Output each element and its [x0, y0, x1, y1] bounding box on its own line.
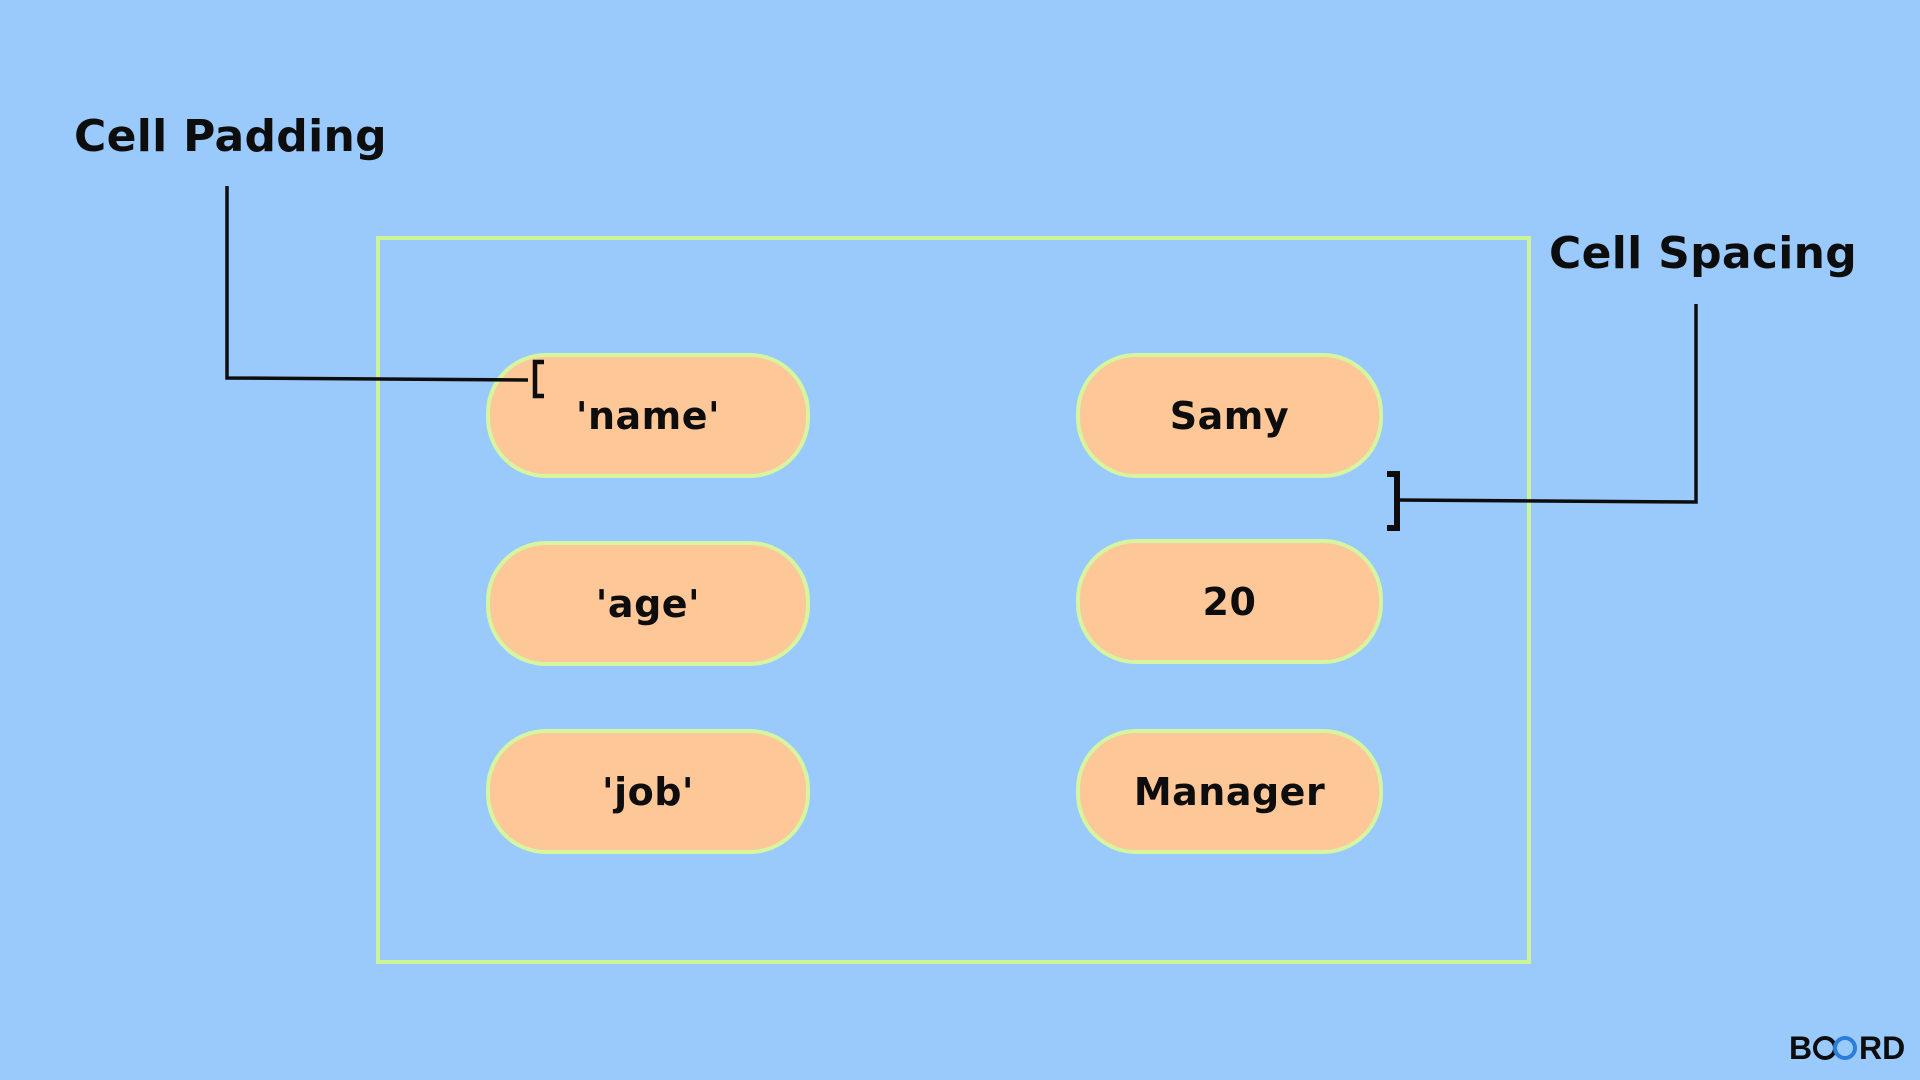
cell-key-job: 'job'	[486, 729, 810, 854]
board-logo: B RD	[1789, 1030, 1905, 1065]
cell-padding-label: Cell Padding	[74, 111, 387, 162]
logo-letters-rd: RD	[1859, 1030, 1905, 1065]
infinity-icon	[1813, 1036, 1857, 1060]
cell-key-name: 'name'	[486, 353, 810, 478]
cell-spacing-label: Cell Spacing	[1549, 228, 1858, 279]
cell-value-name: Samy	[1076, 353, 1383, 478]
logo-letter-b: B	[1789, 1030, 1812, 1065]
cell-key-age: 'age'	[486, 541, 810, 666]
cell-value-job: Manager	[1076, 729, 1383, 854]
table-frame	[376, 236, 1531, 964]
cell-value-age: 20	[1076, 539, 1383, 664]
